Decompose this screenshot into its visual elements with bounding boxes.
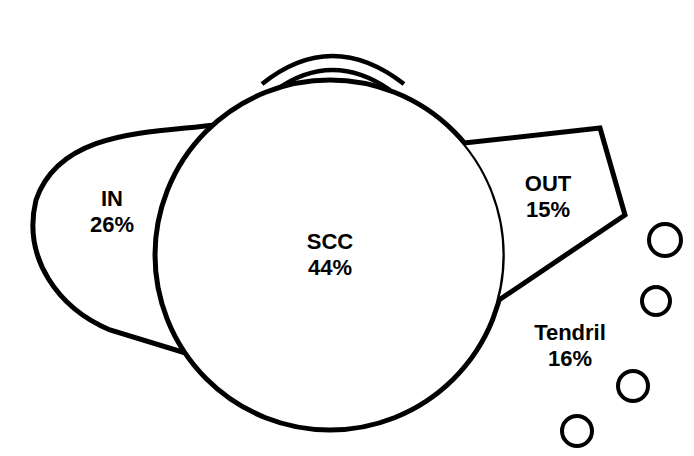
scc-circle (155, 80, 505, 430)
region-fill (464, 128, 625, 300)
region-border (464, 128, 625, 300)
region-label: OUT 15% (525, 171, 571, 224)
region-shape: OUT 15% (455, 118, 635, 318)
region-shape: SCC 44% (153, 78, 507, 432)
region-label: IN 26% (90, 186, 134, 239)
tendril-circle (618, 371, 648, 401)
tendril-circle (642, 287, 670, 315)
tendril-circle (562, 416, 592, 446)
tendril-circle (649, 224, 681, 256)
region-label: SCC 44% (307, 229, 353, 282)
tendril-label: Tendril 16% (534, 320, 606, 373)
